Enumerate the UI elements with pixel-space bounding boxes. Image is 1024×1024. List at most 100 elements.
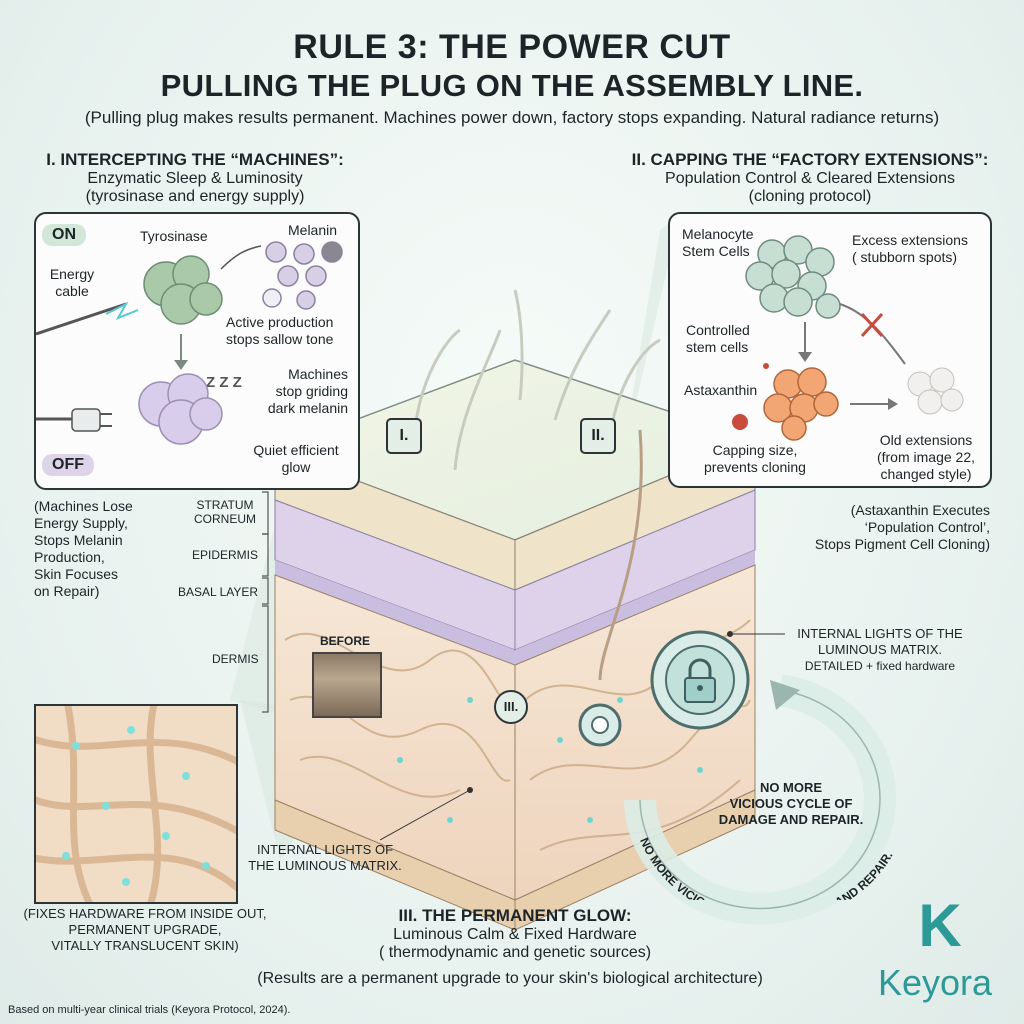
cycle-inner-line2: VICIOUS CYCLE OF [729,796,853,811]
section2-note: (Astaxanthin Executes ‘Population Contro… [776,502,990,553]
before-thumbnail: BEFORE [312,634,382,720]
section2-sub1: Population Control & Cleared Extensions [665,170,955,187]
section1-note-line2: Energy Supply, [34,515,128,531]
cycle-inner-line3: DAMAGE AND REPAIR. [718,812,864,827]
energy-cable-label: Energy cable [40,266,104,300]
page-subtitle: PULLING THE PLUG ON THE ASSEMBLY LINE. [160,68,864,103]
quiet-line1: Quiet efficient [253,442,339,458]
section3-left-line3: VITALLY TRANSLUCENT SKIN) [51,938,239,953]
old-line3: changed style) [880,466,972,482]
capping-label: Capping size, prevents cloning [690,442,820,476]
cycle-ring [624,674,896,925]
small-gear-icon [578,703,622,747]
old-extensions-icon [907,367,964,415]
melanin-label: Melanin [288,222,338,238]
controlled-cells-icon [763,367,839,441]
section3-heading: III. THE PERMANENT GLOW: [398,906,632,925]
matrix-zoom-panel [34,704,238,904]
section1-sub1: Enzymatic Sleep & Luminosity [87,170,303,187]
page-title: RULE 3: THE POWER CUT [293,28,731,66]
section1-note-line1: (Machines Lose [34,498,133,514]
lights-right-line3: DETAILED + fixed hardware [804,659,956,673]
sleeping-enzyme-icon [138,373,223,445]
stem-cells-label: Melanocyte Stem Cells [682,226,754,260]
controlled-line2: stem cells [686,339,749,355]
section3-header: III. THE PERMANENT GLOW: Luminous Calm &… [300,906,730,962]
machines-line3: dark melanin [267,400,348,416]
cube-fat-right [514,789,756,931]
section3-left-line2: PERMANENT UPGRADE, [68,922,222,937]
lights-right-line2: LUMINOUS MATRIX. [818,642,942,657]
layer-stratum-line1: STRATUM [196,498,254,512]
section2-note-line3: Stops Pigment Cell Cloning) [814,536,990,552]
page-tagline: (Pulling plug makes results permanent. M… [84,108,940,127]
section3-sub2: ( thermodynamic and genetic sources) [378,944,652,961]
section1-note-line6: on Repair) [34,583,100,599]
marker-one: I. [386,418,422,454]
section1-note-line5: Skin Focuses [34,566,119,582]
capping-line2: prevents cloning [704,459,806,475]
active-line1: Active production [226,314,334,330]
svg-text:NO MORE VICIOUS CYCLE OF DAMAG: NO MORE VICIOUS CYCLE OF DAMAGE AND REPA… [637,835,895,900]
stem-line2: Stem Cells [682,243,750,259]
x-mark-icon [860,312,884,338]
section1-header: I. INTERCEPTING THE “MACHINES”: Enzymati… [20,150,370,206]
lights-bottom-line1: INTERNAL LIGHTS OF [256,842,394,857]
tyrosinase-label: Tyrosinase [140,228,208,244]
section2-sub2: (cloning protocol) [748,188,872,205]
lights-bottom-label: INTERNAL LIGHTS OF THE LUMINOUS MATRIX. [240,842,410,874]
stem-cell-cluster-icon [745,235,841,319]
lock-gear-icon [650,630,750,730]
section1-note-line3: Stops Melanin [34,532,123,548]
section2-heading: II. CAPPING THE “FACTORY EXTENSIONS”: [631,150,989,169]
sleep-zzz: Z Z Z [206,374,242,391]
astaxanthin-label: Astaxanthin [684,382,758,398]
spark-icon [105,301,139,320]
layer-stratum-label: STRATUM CORNEUM [190,498,260,526]
plug-icon [71,408,112,432]
off-badge: OFF [42,454,94,476]
old-line2: (from image 22, [876,449,976,465]
tyrosinase-enzyme-icon [143,255,223,325]
cycle-inner-text: NO MORE VICIOUS CYCLE OF DAMAGE AND REPA… [716,780,866,828]
panel-extensions: Melanocyte Stem Cells Excess extensions … [668,212,992,488]
before-label: BEFORE [319,634,370,648]
controlled-line1: Controlled [686,322,750,338]
marker-two: II. [580,418,616,454]
section2-note-line1: (Astaxanthin Executes [850,502,990,518]
panel1-illustration [36,241,343,445]
layer-epidermis-label: EPIDERMIS [192,548,259,562]
cycle-ring-text: NO MORE VICIOUS CYCLE OF DAMAGE AND REPA… [637,835,895,900]
lights-bottom-line2: THE LUMINOUS MATRIX. [248,858,402,873]
cube-basal-right [515,550,755,665]
matrix-fibers-illustration [36,706,236,902]
melanin-granules-icon [262,241,343,310]
cube-basal-left [275,560,515,665]
machines-stop-label: Machines stop griding dark melanin [232,366,348,417]
cycle-inner-line1: NO MORE [759,780,823,795]
layer-brackets [262,491,269,713]
matrix-glow-dots [62,726,210,886]
footer-note: Based on multi-year clinical trials (Key… [8,1004,291,1016]
lights-right-line1: INTERNAL LIGHTS OF THE [797,626,963,641]
section1-note-line4: Production, [34,549,105,565]
section1-sub2: (tyrosinase and energy supply) [85,188,305,205]
lights-right-label: INTERNAL LIGHTS OF THE LUMINOUS MATRIX. … [780,626,980,674]
marker-three: III. [494,690,528,724]
before-image [312,652,382,718]
section2-header: II. CAPPING THE “FACTORY EXTENSIONS”: Po… [610,150,1010,206]
panel-machines: ON OFF Tyrosinase Melanin Energy cable A… [34,212,360,490]
section3-left-line1: (FIXES HARDWARE FROM INSIDE OUT, [23,906,267,921]
excess-line2: ( stubborn spots) [852,249,958,265]
excess-line1: Excess extensions [852,232,968,248]
panel2-illustration [732,235,964,441]
section2-note-line2: ‘Population Control’, [864,519,990,535]
layer-stratum-line2: CORNEUM [194,512,256,526]
hair-strands [413,289,661,681]
section3-sub3: (Results are a permanent upgrade to your… [257,970,763,987]
section1-heading: I. INTERCEPTING THE “MACHINES”: [46,150,344,169]
astaxanthin-molecule-icon [732,363,769,430]
energy-cable-line2: cable [55,283,89,299]
machines-line1: Machines [288,366,348,382]
keyora-brand: Keyora [877,962,993,1003]
